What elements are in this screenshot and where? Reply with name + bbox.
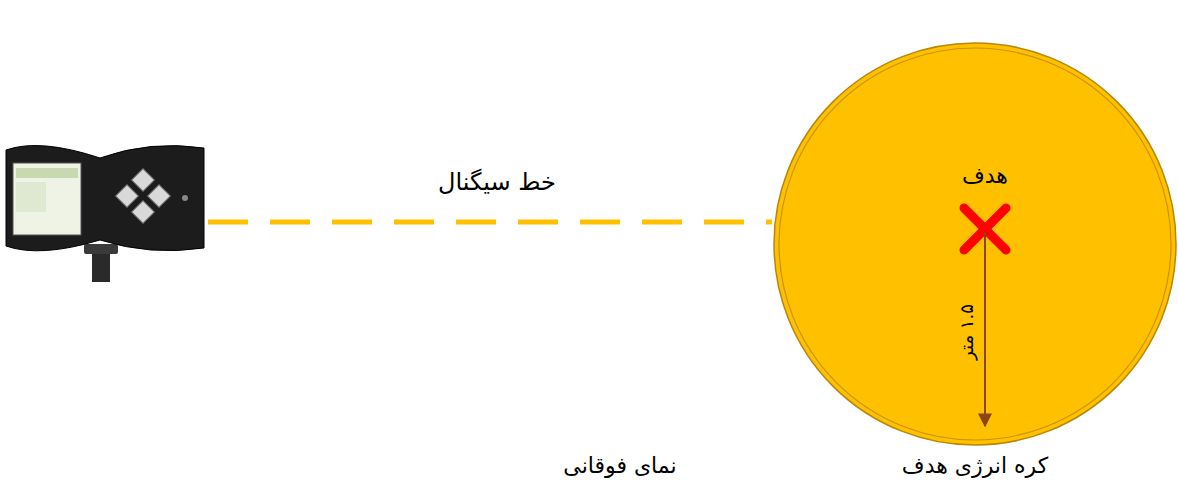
sphere-title: کره انرژی هدف [902, 453, 1048, 479]
signal-label: خط سیگنال [438, 168, 556, 197]
dimension-label: ۱.۵ متر [956, 304, 978, 360]
target-label: هدف [962, 163, 1008, 189]
view-label: نمای فوقانی [563, 453, 676, 479]
radius-arrow [984, 232, 986, 426]
signal-line [208, 220, 772, 225]
locator-device [6, 146, 204, 283]
